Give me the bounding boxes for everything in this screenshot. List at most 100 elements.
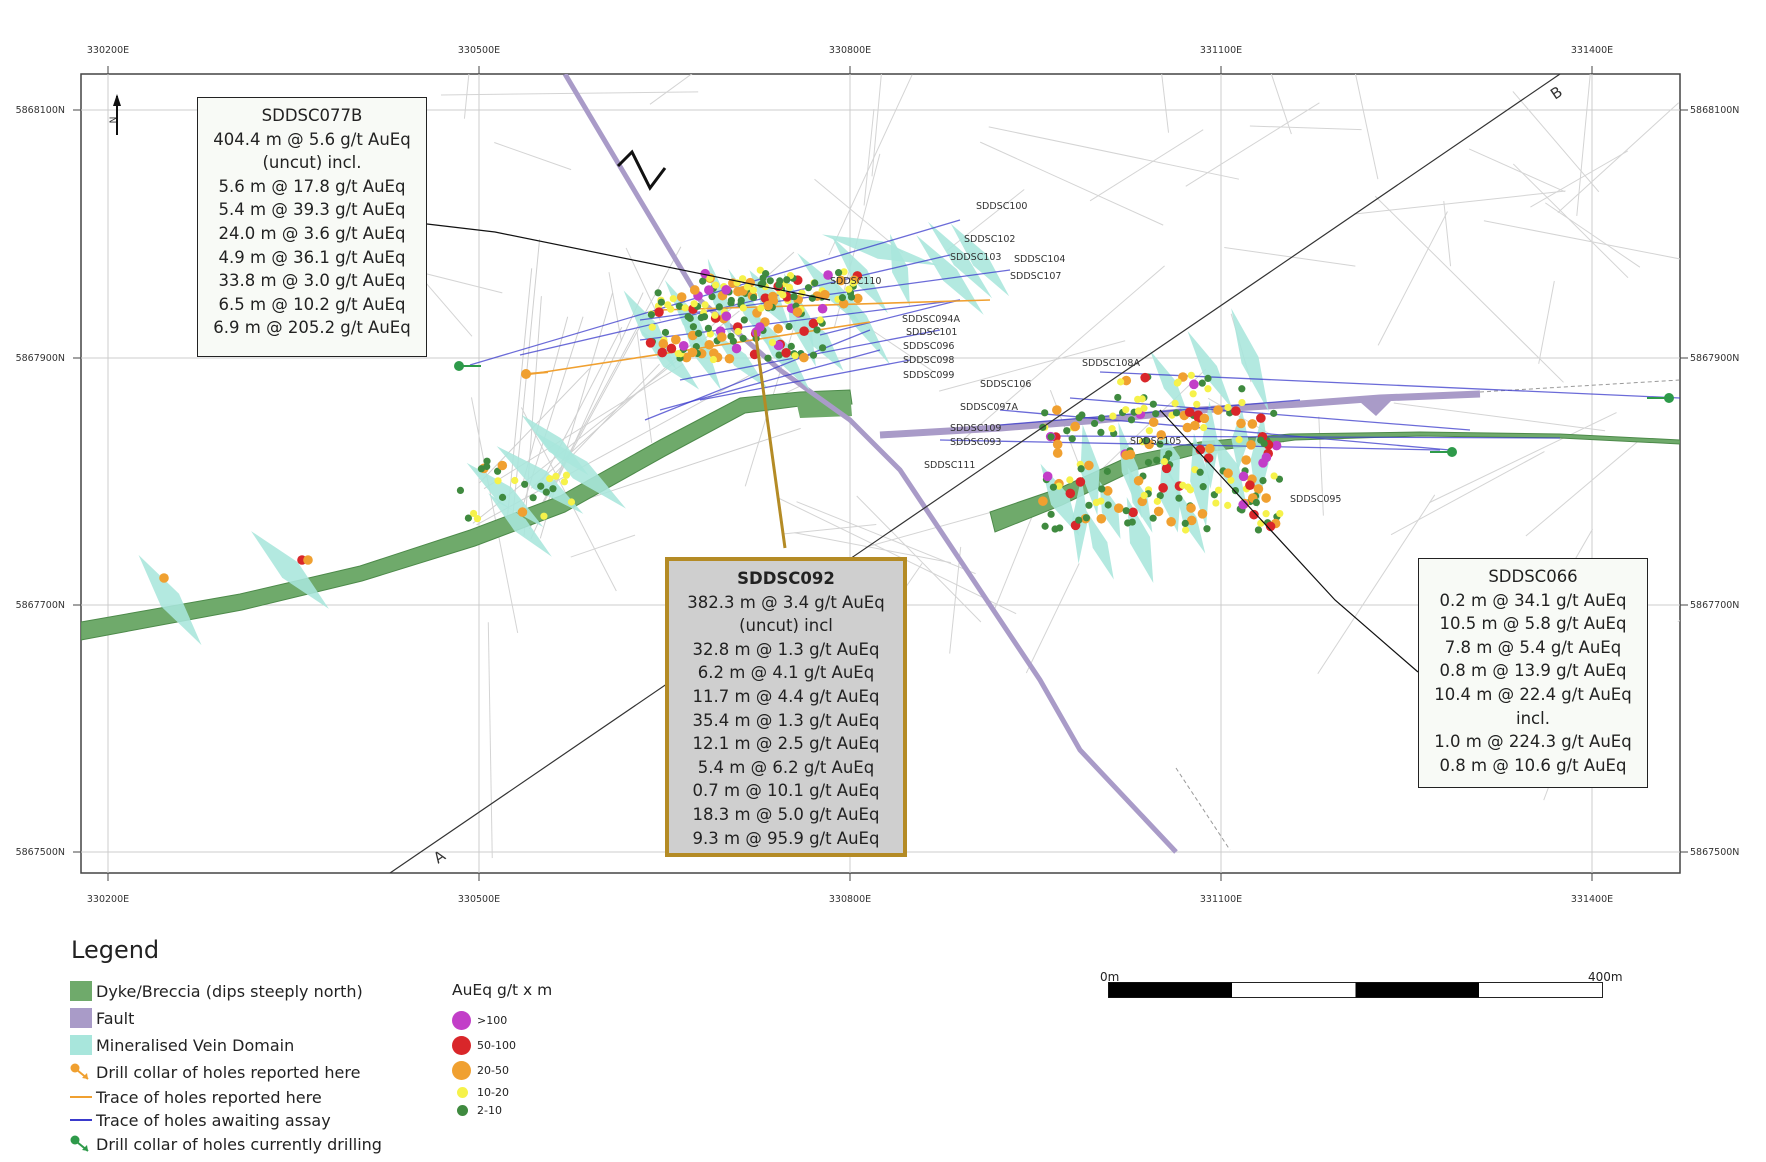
drill-hole-label: SDDSC109 (950, 423, 1001, 434)
assay-point (540, 512, 548, 520)
assay-point (546, 475, 554, 483)
awaiting-assay-trace (644, 329, 871, 421)
assay-point (1066, 476, 1074, 484)
assay-point (1184, 483, 1192, 491)
historic-drill-trace (1538, 280, 1555, 364)
assay-point (1238, 471, 1249, 482)
assay-point (1254, 526, 1263, 534)
assay-point (1149, 400, 1157, 408)
assay-point (1212, 499, 1220, 507)
historic-drill-trace (988, 126, 1240, 180)
assay-point (1186, 515, 1197, 526)
drill-hole-label: SDDSC100 (976, 201, 1027, 212)
assay-point (1214, 486, 1223, 494)
assay-point (1049, 483, 1058, 491)
scale-segment (1108, 982, 1232, 998)
assay-point (1203, 453, 1214, 463)
assay-point (483, 457, 491, 465)
assay-point (654, 289, 662, 297)
mineralised-vein-domain (927, 221, 993, 299)
assay-point (757, 304, 765, 312)
fault-line (562, 74, 1178, 854)
assay-point (811, 279, 819, 287)
assay-point (1075, 477, 1086, 487)
assay-point (1148, 417, 1159, 428)
assay-point (497, 460, 508, 471)
assay-point (727, 296, 735, 305)
top-easting-label: 330200E (87, 45, 129, 56)
mineralised-vein-domain (640, 330, 700, 390)
assay-point (1235, 436, 1243, 444)
assay-point (676, 292, 687, 302)
assay-point (1153, 497, 1161, 505)
assay-point (706, 330, 714, 338)
assay-point (1189, 390, 1197, 398)
assay-point (1205, 443, 1215, 454)
mineralised-vein-domain (251, 531, 329, 609)
mineralised-vein-domain (1190, 433, 1210, 527)
assay-point (835, 269, 843, 277)
left-northing-label: 5867900N (16, 353, 65, 364)
assay-point (749, 293, 758, 302)
assay-point (511, 476, 519, 485)
assay-point (813, 326, 821, 334)
aueq-label: 50-100 (477, 1038, 516, 1052)
assay-point (1108, 425, 1116, 433)
historic-drill-trace (539, 363, 660, 490)
mineralised-vein-domain (1231, 308, 1269, 412)
historic-drill-trace (649, 74, 693, 105)
assay-point (729, 337, 737, 345)
drill-hole-label: SDDSC096 (903, 341, 954, 352)
aueq-dot (457, 1086, 468, 1098)
dyke-breccia (81, 389, 853, 641)
mineralised-vein-domain (488, 493, 552, 557)
assay-point (792, 307, 803, 317)
orange-collar-icon (70, 1062, 92, 1082)
right-northing-label: 5867500N (1690, 847, 1739, 858)
assay-point (849, 279, 857, 287)
assay-point (494, 477, 502, 485)
fault-swatch (70, 1008, 92, 1028)
mineralised-vein-domain (916, 235, 984, 315)
assay-point (1103, 467, 1111, 475)
awaiting-assay-trace (999, 409, 1451, 451)
historic-drill-trace (1355, 74, 1379, 180)
assay-point (1138, 395, 1146, 403)
assay-point (1142, 437, 1150, 445)
assay-point (853, 293, 863, 304)
mineralised-vein-domain (1086, 510, 1114, 580)
historic-drill-trace (856, 495, 982, 623)
right-northing-label: 5867900N (1690, 353, 1739, 364)
historic-drill-trace (1353, 190, 1566, 215)
assay-point (645, 338, 656, 348)
assay-point (759, 279, 767, 287)
assay-point (1153, 456, 1161, 464)
legend-label: Dyke/Breccia (dips steeply north) (96, 981, 363, 1001)
assay-point (790, 293, 798, 301)
dyke-swatch (70, 981, 92, 1001)
historic-drill-trace (507, 268, 533, 516)
historic-drill-trace (1224, 246, 1356, 267)
aueq-label: 2-10 (477, 1103, 502, 1117)
assay-point (709, 355, 718, 364)
assay-point (1213, 405, 1223, 415)
callout-line: 6.5 m @ 10.2 g/t AuEq (218, 294, 406, 314)
historic-drill-trace (511, 239, 541, 522)
assay-point (1144, 458, 1153, 467)
assay-point (674, 349, 682, 358)
historic-drill-trace (1161, 74, 1170, 133)
assay-point (1052, 439, 1063, 450)
assay-point (836, 275, 846, 286)
assay-point (1259, 476, 1267, 485)
drill-hole-label: SDDSC102 (964, 234, 1015, 245)
assay-point (1128, 518, 1136, 526)
collar-arrow (525, 371, 549, 375)
mineralised-vein-domain (138, 554, 202, 646)
aueq-legend-title: AuEq g/t x m (452, 981, 553, 999)
assay-point (704, 339, 715, 350)
legend-label: Drill collar of holes currently drilling (96, 1134, 382, 1154)
drill-hole-label: SDDSC095 (1290, 494, 1341, 505)
fault-extension (1175, 767, 1231, 851)
section-line (389, 74, 1561, 873)
assay-point (1077, 465, 1085, 473)
